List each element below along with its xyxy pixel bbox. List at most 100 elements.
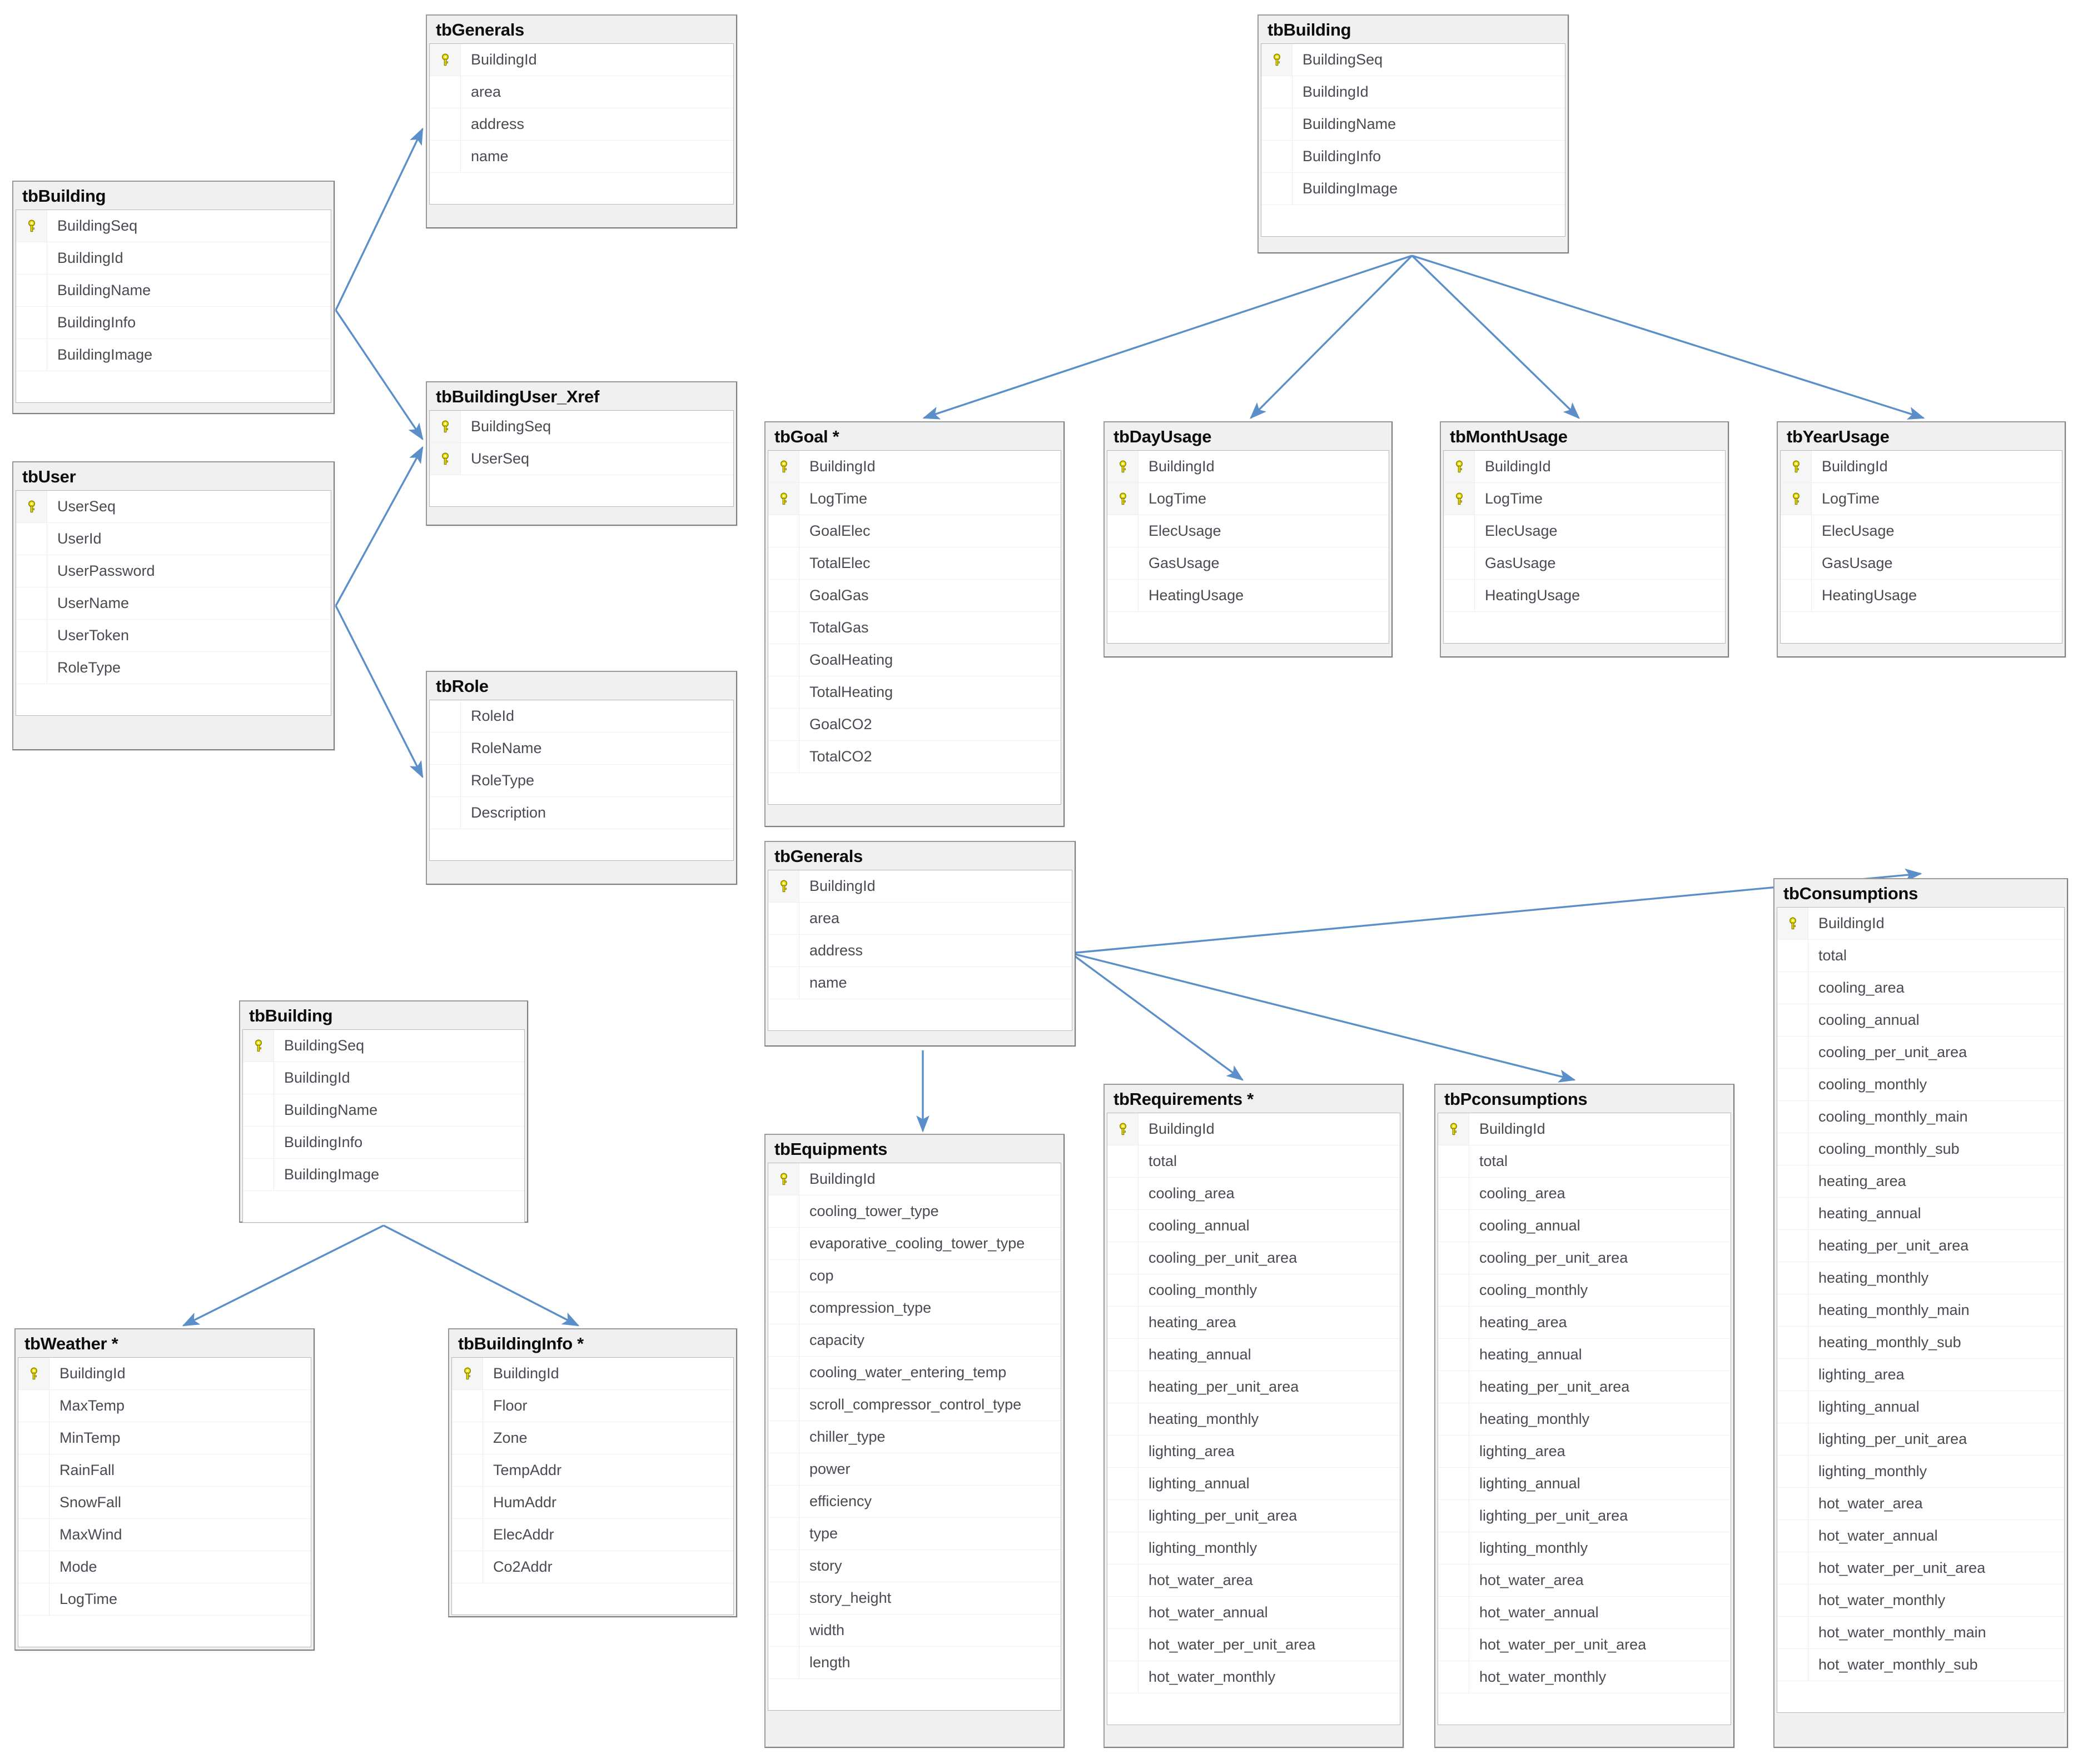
field-row[interactable]: BuildingId (768, 870, 1072, 903)
field-row[interactable]: length (768, 1647, 1061, 1679)
field-row[interactable]: MaxWind (18, 1519, 311, 1551)
field-row[interactable]: lighting_annual (1777, 1391, 2064, 1423)
field-row[interactable]: hot_water_annual (1777, 1520, 2064, 1552)
field-row[interactable]: hot_water_monthly (1107, 1661, 1400, 1693)
field-row[interactable]: hot_water_monthly (1438, 1661, 1731, 1693)
field-row[interactable]: heating_monthly_main (1777, 1294, 2064, 1327)
field-row[interactable]: lighting_area (1777, 1359, 2064, 1391)
field-row[interactable]: BuildingName (16, 275, 331, 307)
field-row[interactable]: cooling_annual (1777, 1004, 2064, 1037)
field-row[interactable]: heating_annual (1777, 1198, 2064, 1230)
field-row[interactable]: cooling_monthly (1107, 1274, 1400, 1307)
field-row[interactable]: UserToken (16, 620, 331, 652)
field-row[interactable]: total (1438, 1145, 1731, 1178)
field-row[interactable]: BuildingId (768, 451, 1061, 483)
field-row[interactable]: BuildingImage (16, 339, 331, 371)
field-row[interactable]: lighting_monthly (1777, 1456, 2064, 1488)
field-row[interactable]: GasUsage (1107, 547, 1389, 580)
field-row[interactable]: name (768, 967, 1072, 999)
field-row[interactable]: RoleId (430, 700, 733, 732)
field-row[interactable]: SnowFall (18, 1487, 311, 1519)
field-row[interactable]: lighting_per_unit_area (1438, 1500, 1731, 1532)
field-row[interactable]: evaporative_cooling_tower_type (768, 1228, 1061, 1260)
field-row[interactable]: heating_area (1777, 1165, 2064, 1198)
field-row[interactable]: BuildingId (1261, 76, 1565, 108)
field-row[interactable]: GoalHeating (768, 644, 1061, 676)
field-row[interactable]: UserPassword (16, 555, 331, 587)
field-row[interactable]: cooling_monthly (1777, 1069, 2064, 1101)
field-row[interactable]: GoalGas (768, 580, 1061, 612)
field-row[interactable]: lighting_area (1438, 1436, 1731, 1468)
field-row[interactable]: type (768, 1518, 1061, 1550)
field-row[interactable]: UserName (16, 587, 331, 620)
field-row[interactable]: lighting_monthly (1107, 1532, 1400, 1564)
field-row[interactable]: total (1107, 1145, 1400, 1178)
field-row[interactable]: ElecUsage (1444, 515, 1725, 547)
field-row[interactable]: RoleType (16, 652, 331, 684)
field-row[interactable]: efficiency (768, 1486, 1061, 1518)
field-row[interactable]: BuildingId (243, 1062, 524, 1094)
field-row[interactable]: LogTime (1444, 483, 1725, 515)
field-row[interactable]: cop (768, 1260, 1061, 1292)
field-row[interactable]: cooling_per_unit_area (1777, 1037, 2064, 1069)
field-row[interactable]: hot_water_annual (1438, 1597, 1731, 1629)
field-row[interactable]: hot_water_per_unit_area (1107, 1629, 1400, 1661)
field-row[interactable]: cooling_annual (1107, 1210, 1400, 1242)
field-row[interactable]: UserId (16, 523, 331, 555)
field-row[interactable]: ElecUsage (1107, 515, 1389, 547)
field-row[interactable]: BuildingId (18, 1358, 311, 1390)
field-row[interactable]: BuildingSeq (243, 1030, 524, 1062)
field-row[interactable]: address (430, 108, 733, 141)
field-row[interactable]: TempAddr (452, 1454, 733, 1487)
field-row[interactable]: cooling_monthly_main (1777, 1101, 2064, 1133)
field-row[interactable]: LogTime (18, 1583, 311, 1616)
field-row[interactable]: Zone (452, 1422, 733, 1454)
field-row[interactable]: width (768, 1614, 1061, 1647)
field-row[interactable]: HeatingUsage (1107, 580, 1389, 612)
field-row[interactable]: name (430, 141, 733, 173)
field-row[interactable]: lighting_monthly (1438, 1532, 1731, 1564)
field-row[interactable]: hot_water_area (1438, 1564, 1731, 1597)
field-row[interactable]: BuildingId (1444, 451, 1725, 483)
field-row[interactable]: heating_per_unit_area (1438, 1371, 1731, 1403)
field-row[interactable]: area (768, 903, 1072, 935)
field-row[interactable]: scroll_compressor_control_type (768, 1389, 1061, 1421)
field-row[interactable]: power (768, 1453, 1061, 1486)
field-row[interactable]: heating_monthly (1438, 1403, 1731, 1436)
field-row[interactable]: LogTime (768, 483, 1061, 515)
field-row[interactable]: cooling_monthly_sub (1777, 1133, 2064, 1165)
field-row[interactable]: GoalElec (768, 515, 1061, 547)
field-row[interactable]: GasUsage (1444, 547, 1725, 580)
field-row[interactable]: cooling_per_unit_area (1438, 1242, 1731, 1274)
field-row[interactable]: BuildingId (1438, 1113, 1731, 1145)
field-row[interactable]: RainFall (18, 1454, 311, 1487)
field-row[interactable]: heating_monthly_sub (1777, 1327, 2064, 1359)
field-row[interactable]: heating_annual (1107, 1339, 1400, 1371)
field-row[interactable]: BuildingId (1777, 908, 2064, 940)
field-row[interactable]: area (430, 76, 733, 108)
field-row[interactable]: heating_per_unit_area (1777, 1230, 2064, 1262)
field-row[interactable]: BuildingId (430, 44, 733, 76)
field-row[interactable]: heating_area (1438, 1307, 1731, 1339)
field-row[interactable]: hot_water_monthly_sub (1777, 1649, 2064, 1681)
field-row[interactable]: hot_water_area (1777, 1488, 2064, 1520)
field-row[interactable]: BuildingId (1107, 451, 1389, 483)
field-row[interactable]: BuildingId (16, 242, 331, 275)
field-row[interactable]: heating_monthly (1107, 1403, 1400, 1436)
field-row[interactable]: cooling_tower_type (768, 1195, 1061, 1228)
field-row[interactable]: BuildingInfo (16, 307, 331, 339)
field-row[interactable]: cooling_monthly (1438, 1274, 1731, 1307)
field-row[interactable]: total (1777, 940, 2064, 972)
